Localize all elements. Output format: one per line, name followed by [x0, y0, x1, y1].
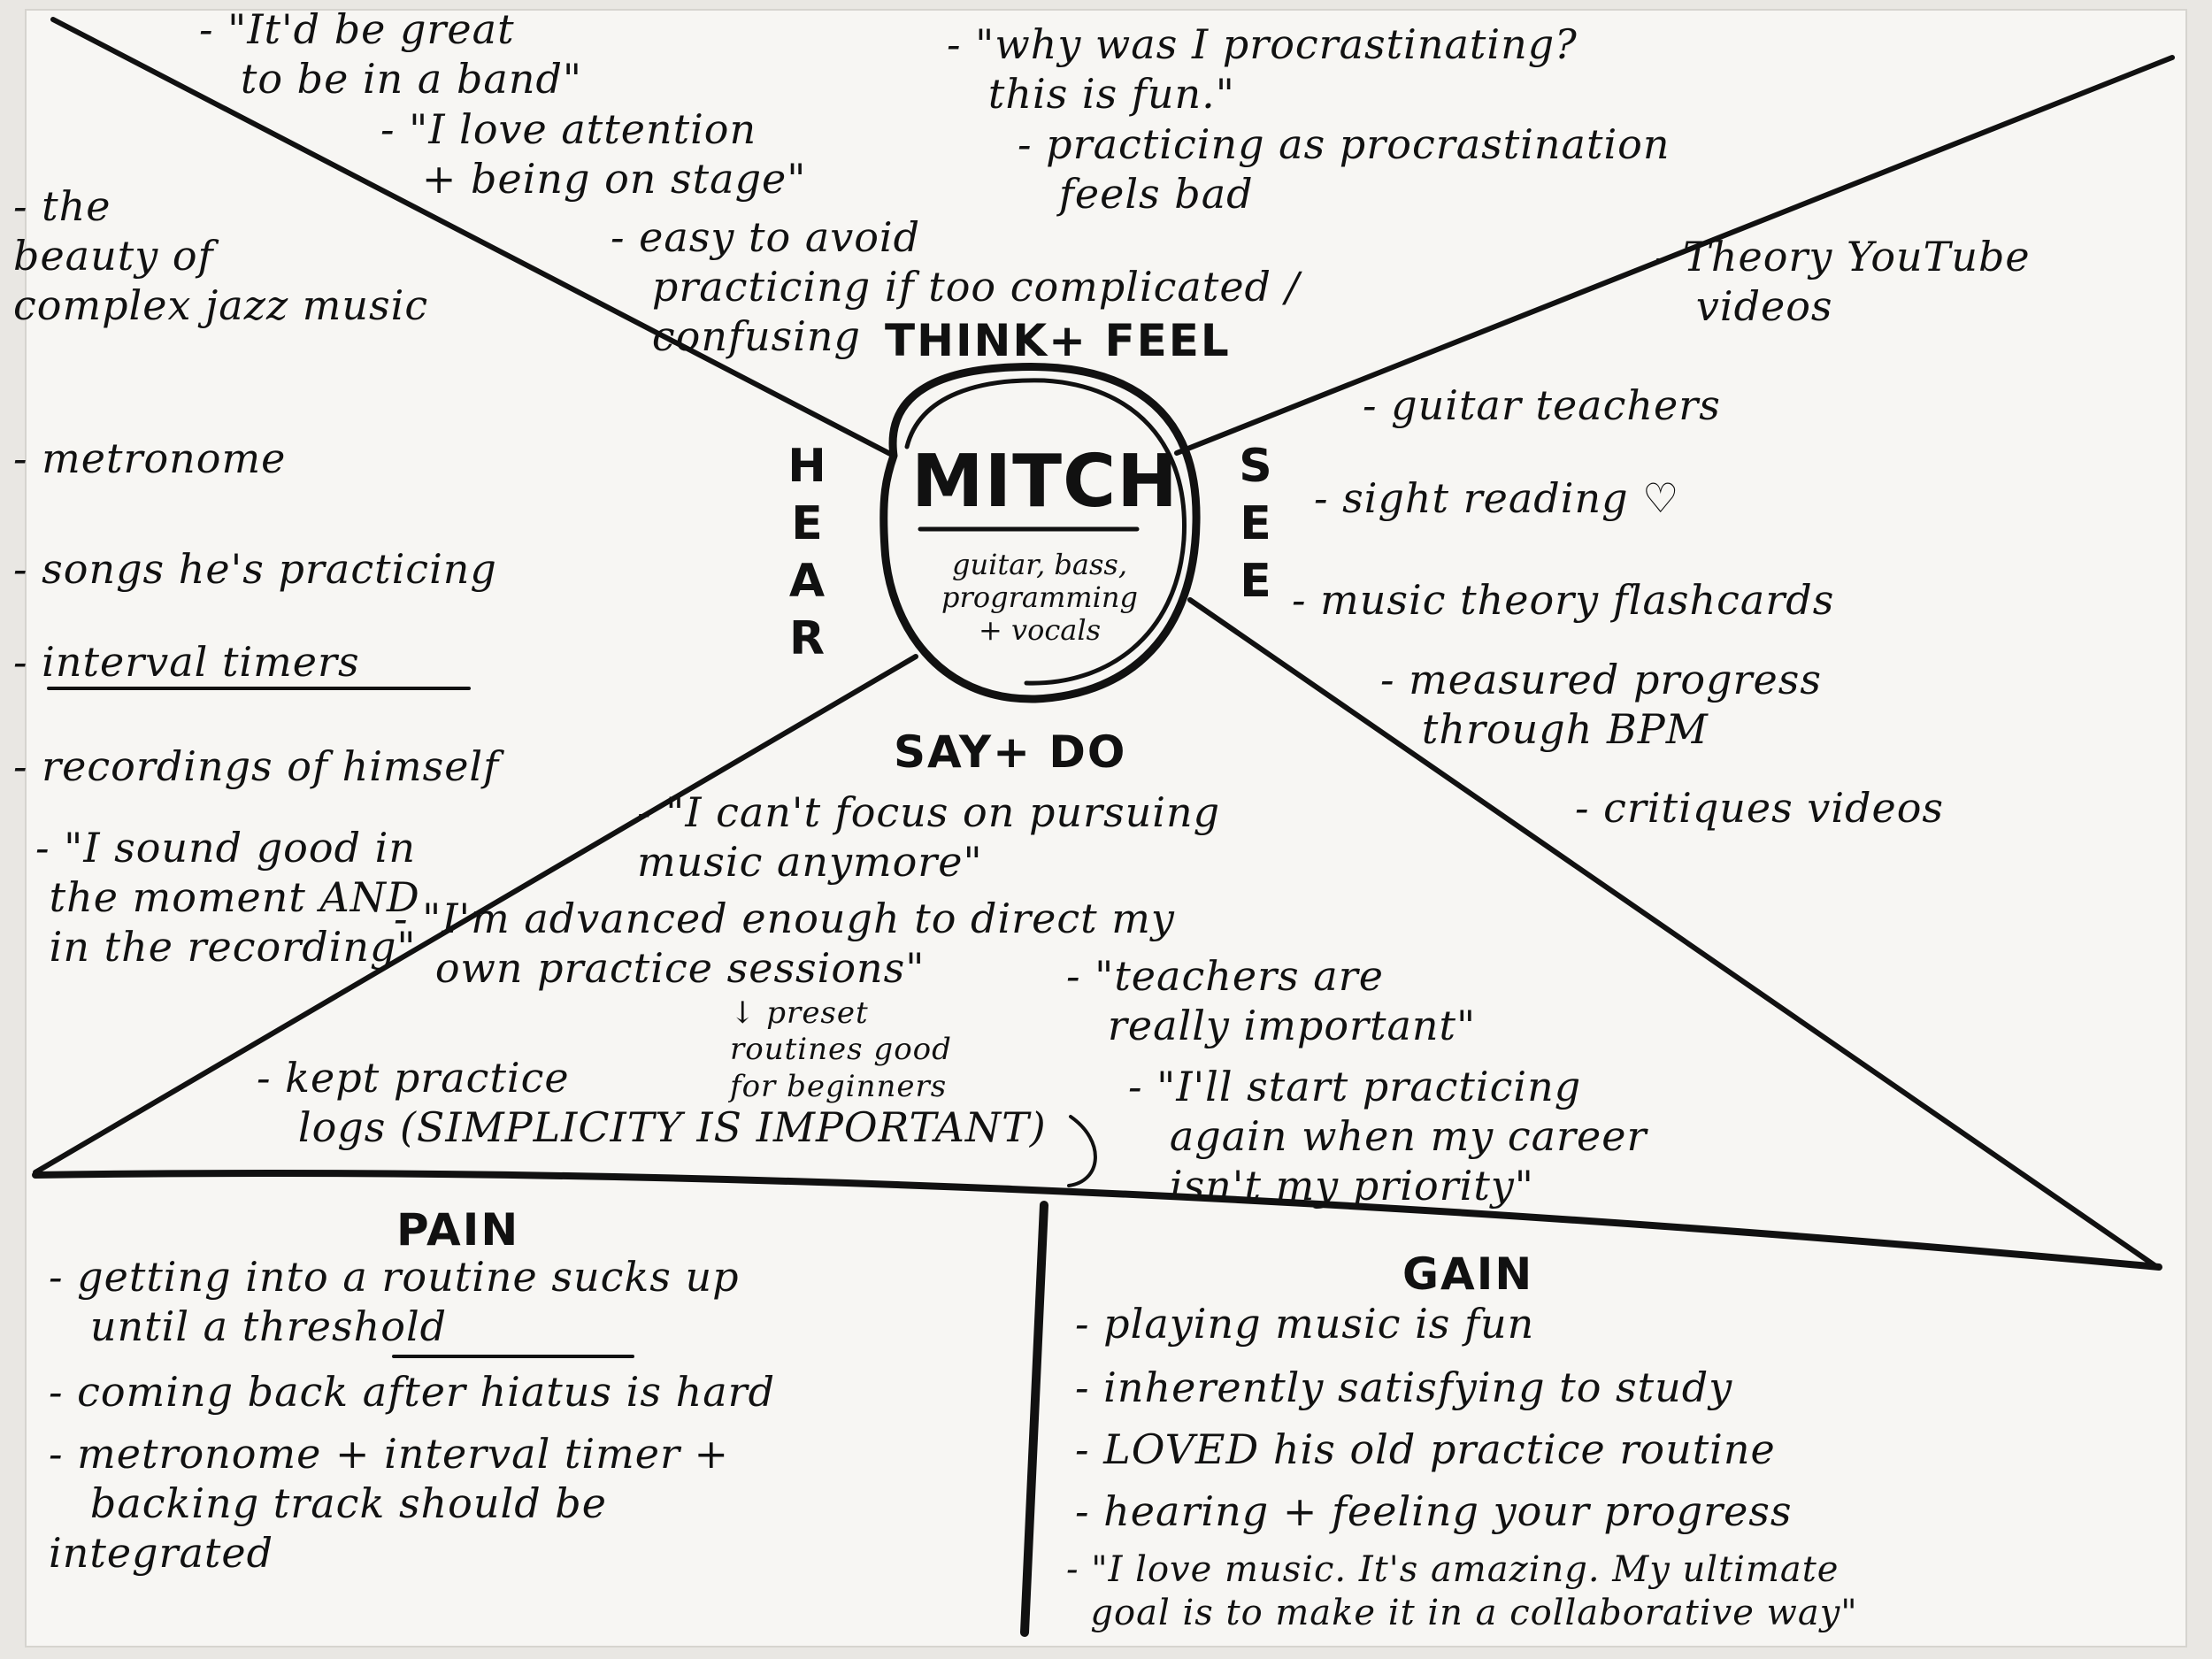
- paper-sheet: [27, 11, 2185, 1646]
- say-note-teachers: - "teachers are really important": [1066, 952, 1477, 1050]
- diagonal-bottom-right: [1187, 597, 2157, 1268]
- persona-circle-stroke-2: [904, 378, 1187, 686]
- hear-note-metronome: - metronome: [13, 434, 287, 482]
- gain-note-satisfying: - inherently satisfying to study: [1075, 1363, 1733, 1411]
- think-note-avoid: - easy to avoid practicing if too compli…: [611, 213, 1301, 361]
- say-note-logs: - kept practice logs (SIMPLICITY IS IMPO…: [257, 1054, 1047, 1152]
- see-note-flashcards: - music theory flashcards: [1292, 576, 1835, 624]
- hear-note-sound-good: - "I sound good in the moment AND in the…: [35, 824, 420, 972]
- hear-note-interval-timers: - interval timers: [13, 638, 360, 686]
- see-note-youtube: - Theory YouTube videos: [1655, 233, 2031, 331]
- pain-note-integrated: - metronome + interval timer + backing t…: [49, 1430, 730, 1578]
- diagonal-bottom-left: [33, 654, 918, 1175]
- say-note-career: - "I'll start practicing again when my c…: [1128, 1063, 1647, 1210]
- see-note-teachers: - guitar teachers: [1363, 381, 1721, 429]
- hear-note-recordings: - recordings of himself: [13, 742, 500, 790]
- think-note-procrastinating: - "why was I procrastinating? this is fu…: [947, 20, 1578, 119]
- persona-circle: [879, 363, 1201, 703]
- hear-note-jazz: - the beauty of complex jazz music: [13, 182, 429, 330]
- see-note-bpm: - measured progress through BPM: [1380, 656, 1822, 754]
- think-note-procrastination: - practicing as procrastination feels ba…: [1018, 120, 1671, 219]
- diagonal-top-left: [50, 17, 896, 458]
- hear-note-songs: - songs he's practicing: [13, 545, 497, 593]
- gain-note-love-music: - "I love music. It's amazing. My ultima…: [1066, 1549, 1858, 1633]
- pain-note-routine: - getting into a routine sucks up until …: [49, 1253, 740, 1351]
- pain-label: PAIN: [396, 1204, 520, 1256]
- gain-note-fun: - playing music is fun: [1075, 1300, 1535, 1348]
- see-note-critiques: - critiques videos: [1575, 784, 1945, 832]
- think-note-attention: - "I love attention + being on stage": [380, 105, 807, 204]
- vertical-divider: [1020, 1201, 1048, 1637]
- gain-note-routine: - LOVED his old practice routine: [1075, 1425, 1776, 1473]
- gain-label: GAIN: [1402, 1248, 1534, 1300]
- horizontal-divider: [32, 1170, 2162, 1271]
- see-note-sight-reading: - sight reading ♡: [1314, 474, 1680, 522]
- say-note-advanced: - "I'm advanced enough to direct my own …: [394, 895, 1175, 993]
- think-feel-label: THINK+ FEEL: [885, 315, 1231, 366]
- say-note-preset-routines: ↓ preset routines good for beginners: [730, 995, 952, 1104]
- persona-name: MITCH: [911, 440, 1179, 524]
- think-note-band: - "It'd be great to be in a band": [199, 5, 583, 104]
- say-note-focus: - "I can't focus on pursuing music anymo…: [637, 788, 1221, 887]
- diagonal-top-right: [1174, 55, 2175, 456]
- gain-note-progress: - hearing + feeling your progress: [1075, 1487, 1793, 1535]
- pain-note-hiatus: - coming back after hiatus is hard: [49, 1368, 776, 1416]
- say-do-label: SAY+ DO: [894, 726, 1127, 778]
- simplicity-paren: [1067, 1115, 1097, 1187]
- persona-roles: guitar, bass, programming + vocals: [941, 548, 1138, 647]
